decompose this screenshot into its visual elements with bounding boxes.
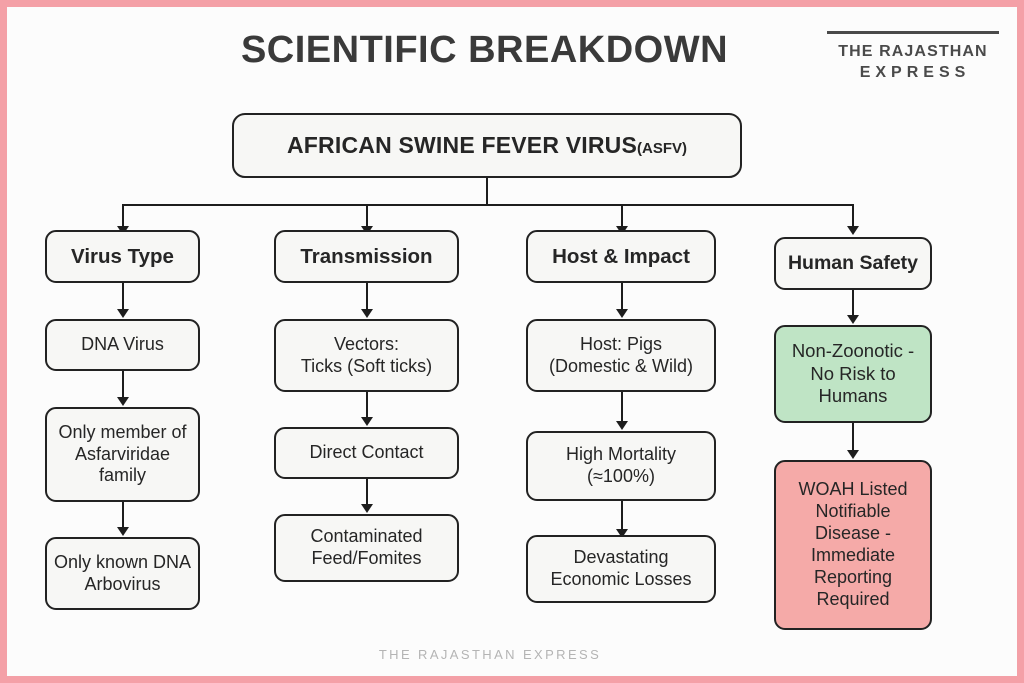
- node-branch-3-heading-label: Host & Impact: [552, 245, 690, 268]
- arrow-3-1: [616, 309, 628, 318]
- connector-3-2: [621, 392, 624, 423]
- node-branch-3-step-1[interactable]: Host: Pigs (Domestic & Wild): [526, 319, 716, 392]
- brand-line-2: EXPRESS: [859, 64, 971, 81]
- node-branch-1-step-3-label: Only known DNA Arbovirus: [53, 551, 192, 594]
- node-branch-1-heading-label: Virus Type: [71, 245, 174, 268]
- connector-branch-4-drop: [852, 204, 855, 228]
- arrow-3-3: [616, 529, 628, 538]
- poster-page: SCIENTIFIC BREAKDOWN THE RAJASTHAN EXPRE…: [7, 7, 1017, 676]
- connector-branch-2-drop: [366, 204, 369, 228]
- node-branch-4-step-1-label: Non-Zoonotic - No Risk to Humans: [791, 340, 915, 407]
- arrow-1-3: [117, 527, 129, 536]
- node-branch-1-step-2[interactable]: Only member of Asfarviridae family: [45, 407, 200, 502]
- node-branch-2-step-2-label: Direct Contact: [309, 442, 424, 463]
- brand-rule: [827, 31, 999, 34]
- node-branch-2-step-1[interactable]: Vectors: Ticks (Soft ticks): [274, 319, 459, 392]
- arrow-1-1: [117, 309, 129, 318]
- node-branch-1-step-2-label: Only member of Asfarviridae family: [58, 421, 187, 486]
- node-root[interactable]: AFRICAN SWINE FEVER VIRUS(ASFV): [232, 113, 742, 178]
- connector-3-3: [621, 501, 624, 531]
- node-branch-3-step-2[interactable]: High Mortality (≈100%): [526, 431, 716, 501]
- node-branch-2-heading-label: Transmission: [300, 245, 433, 268]
- node-branch-4-step-2-alert[interactable]: WOAH Listed Notifiable Disease - Immedia…: [774, 460, 932, 630]
- node-branch-1-step-1-label: DNA Virus: [81, 334, 164, 355]
- node-branch-2-step-1-label: Vectors: Ticks (Soft ticks): [300, 333, 433, 376]
- node-branch-1-step-1[interactable]: DNA Virus: [45, 319, 200, 371]
- arrow-3-2: [616, 421, 628, 430]
- node-branch-2-step-3-label: Contaminated Feed/Fomites: [310, 526, 423, 568]
- connector-2-1: [366, 283, 369, 311]
- node-root-abbreviation: (ASFV): [637, 140, 688, 158]
- page-title: SCIENTIFIC BREAKDOWN: [240, 29, 729, 71]
- connector-root-stem: [486, 178, 489, 206]
- node-branch-3-heading[interactable]: Host & Impact: [526, 230, 716, 283]
- connector-2-2: [366, 392, 369, 419]
- node-branch-2-step-3[interactable]: Contaminated Feed/Fomites: [274, 514, 459, 582]
- node-branch-3-step-2-label: High Mortality (≈100%): [565, 444, 677, 486]
- connector-2-3: [366, 479, 369, 506]
- node-branch-1-step-3[interactable]: Only known DNA Arbovirus: [45, 537, 200, 610]
- arrow-branch-4: [847, 226, 859, 235]
- node-branch-2-heading[interactable]: Transmission: [274, 230, 459, 283]
- connector-1-2: [122, 371, 125, 399]
- node-branch-3-step-3[interactable]: Devastating Economic Losses: [526, 535, 716, 603]
- connector-3-1: [621, 283, 624, 311]
- node-branch-3-step-3-label: Devastating Economic Losses: [550, 547, 692, 589]
- connector-branch-1-drop: [122, 204, 125, 228]
- arrow-1-2: [117, 397, 129, 406]
- connector-1-1: [122, 283, 125, 311]
- connector-branch-3-drop: [621, 204, 624, 228]
- connector-4-1: [852, 290, 855, 317]
- node-branch-1-heading[interactable]: Virus Type: [45, 230, 200, 283]
- brand-logo: THE RAJASTHAN EXPRESS: [823, 31, 1003, 84]
- node-branch-4-step-1-safe[interactable]: Non-Zoonotic - No Risk to Humans: [774, 325, 932, 423]
- arrow-4-2: [847, 450, 859, 459]
- arrow-4-1: [847, 315, 859, 324]
- brand-line-1: THE RAJASTHAN: [838, 43, 988, 60]
- arrow-2-1: [361, 309, 373, 318]
- arrow-2-3: [361, 504, 373, 513]
- connector-root-bus: [122, 204, 854, 207]
- node-branch-2-step-2[interactable]: Direct Contact: [274, 427, 459, 479]
- node-branch-4-heading-label: Human Safety: [787, 251, 919, 274]
- connector-1-3: [122, 502, 125, 529]
- node-branch-4-heading[interactable]: Human Safety: [774, 237, 932, 290]
- connector-4-2: [852, 423, 855, 452]
- footer-watermark: THE RAJASTHAN EXPRESS: [378, 647, 602, 662]
- node-root-label: AFRICAN SWINE FEVER VIRUS: [286, 132, 638, 159]
- arrow-2-2: [361, 417, 373, 426]
- node-branch-4-step-2-label: WOAH Listed Notifiable Disease - Immedia…: [798, 479, 908, 609]
- node-branch-3-step-1-label: Host: Pigs (Domestic & Wild): [548, 333, 693, 376]
